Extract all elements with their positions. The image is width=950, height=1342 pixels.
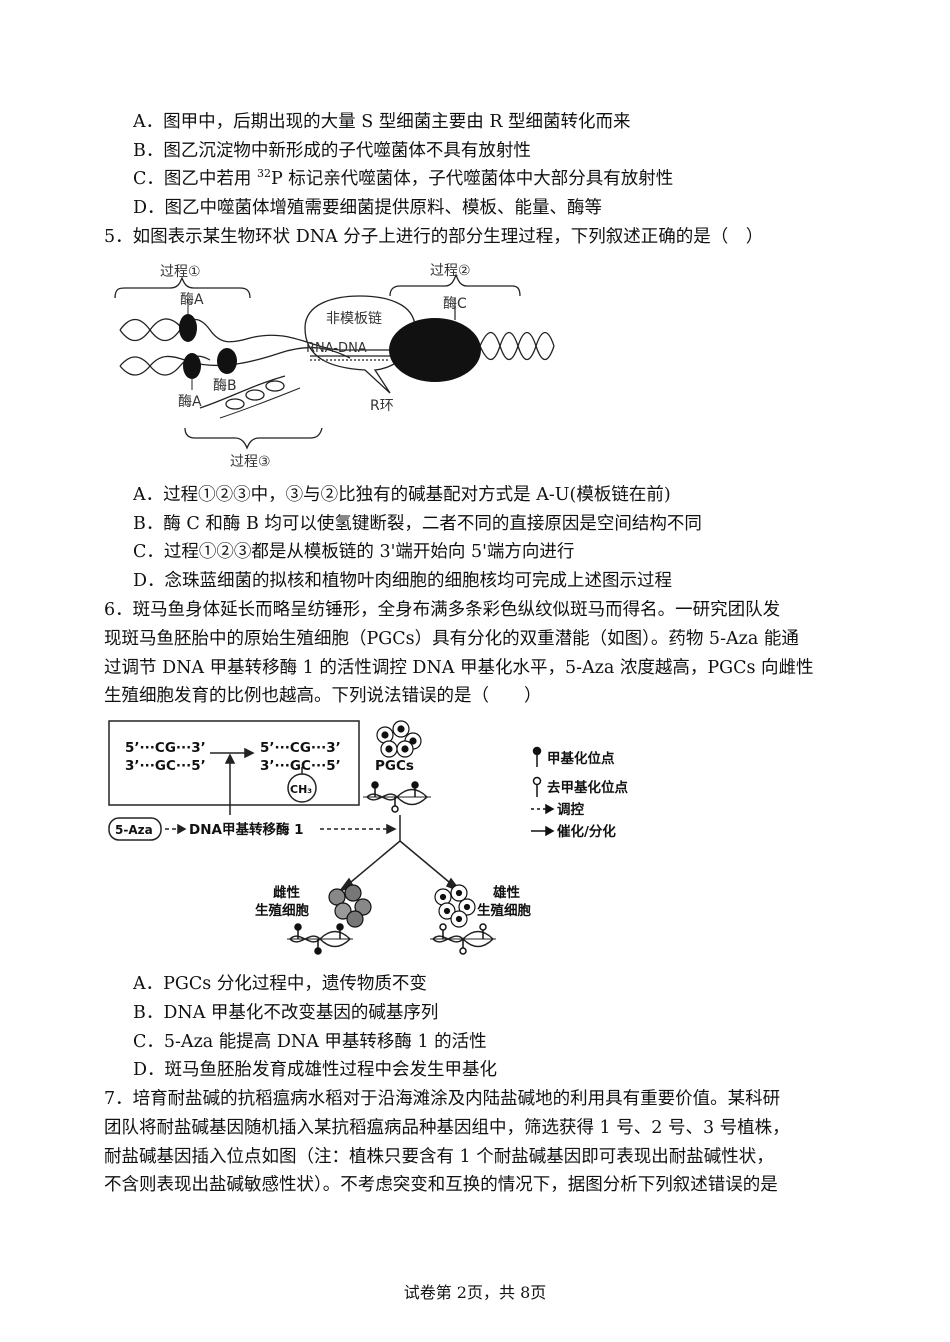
process3-brace — [184, 427, 323, 450]
q4-option-c-pre: C．图乙中若用 — [133, 169, 257, 189]
q5-option-d: D．念珠蓝细菌的拟核和植物叶肉细胞的细胞核均可完成上述图示过程 — [133, 571, 673, 591]
q4-option-b: B．图乙沉淀物中新形成的子代噬菌体不具有放射性 — [133, 141, 531, 161]
enzyme-a-bottom-shape — [183, 353, 201, 379]
male-cells — [434, 884, 476, 928]
q6-option-a: A．PGCs 分化过程中，遗传物质不变 — [133, 974, 427, 994]
enzyme-label: DNA甲基转移酶 1 — [189, 821, 304, 838]
pgcs-cells — [376, 720, 422, 758]
enzyme-c-label: 酶C — [443, 296, 467, 312]
pgcs-label: PGCs — [375, 758, 414, 774]
cg-right-bottom: 3’···GC···5’ — [260, 758, 341, 774]
male-label-2: 生殖细胞 — [477, 902, 531, 919]
q6-stem-line-4: 生殖细胞发育的比例也越高。下列说法错误的是（ ） — [104, 686, 542, 706]
process1-brace — [114, 276, 251, 299]
q4-option-c: C．图乙中若用 32P 标记亲代噬菌体，子代噬菌体中大部分具有放射性 — [133, 167, 673, 191]
cg-right-top: 5’···CG···3’ — [260, 740, 341, 756]
female-label-2: 生殖细胞 — [255, 902, 309, 919]
q7-stem-line-4: 不含则表现出盐碱敏感性状）。不考虑突变和互换的情况下，据图分析下列叙述错误的是 — [104, 1175, 778, 1195]
q6-option-d: D．斑马鱼胚胎发育成雄性过程中会发生甲基化 — [133, 1060, 498, 1080]
q4-option-d: D．图乙中噬菌体增殖需要细菌提供原料、模板、能量、酶等 — [133, 198, 603, 218]
aza-box — [108, 817, 162, 841]
r-loop-label: R环 — [370, 398, 394, 414]
q6-option-b: B．DNA 甲基化不改变基因的碱基序列 — [133, 1003, 439, 1023]
cg-left-top: 5’···CG···3’ — [125, 740, 206, 756]
q7-stem-line-1: 7．培育耐盐碱的抗稻瘟病水稻对于沿海滩涂及内陆盐碱地的利用具有重要价值。某科研 — [104, 1089, 781, 1109]
process2-brace — [389, 273, 521, 297]
ch3-label: CH₃ — [290, 783, 312, 796]
q6-stem-line-3: 过调节 DNA 甲基转移酶 1 的活性调控 DNA 甲基化水平，5-Aza 浓度… — [104, 658, 814, 678]
q4-option-c-sup: 32 — [256, 167, 271, 181]
rna-dna-label: RNA-DNA — [306, 341, 367, 356]
q6-option-c: C．5-Aza 能提高 DNA 甲基转移酶 1 的活性 — [133, 1032, 487, 1052]
female-cells — [328, 884, 372, 928]
enzyme-b-shape — [217, 348, 237, 374]
enzyme-a-top-label: 酶A — [180, 292, 204, 308]
process2-label: 过程② — [430, 263, 471, 279]
methylation-box — [108, 720, 360, 806]
nontemplate-label: 非模板链 — [326, 311, 382, 327]
q6-stem-line-2: 现斑马鱼胚胎中的原始生殖细胞（PGCs）具有分化的双重潜能（如图）。药物 5-A… — [104, 629, 799, 649]
q5-figure: 过程① 过程② 过程③ 酶A 酶A 酶B 酶C 非模板链 RNA-DNA R环 — [114, 263, 555, 470]
female-label-1: 雌性 — [273, 884, 300, 901]
q5-option-a: A．过程①②③中，③与②比独有的碱基配对方式是 A-U(模板链在前) — [133, 485, 671, 505]
page-footer: 试卷第 2页，共 8页 — [403, 1283, 547, 1302]
q6-stem-line-1: 6．斑马鱼身体延长而略呈纺锤形，全身布满多条彩色纵纹似斑马而得名。一研究团队发 — [104, 600, 781, 620]
aza-label: 5-Aza — [115, 823, 153, 837]
legend-regulate: 调控 — [557, 801, 585, 818]
enzyme-a-bottom-label: 酶A — [178, 394, 202, 410]
legend-methyl: 甲基化位点 — [547, 750, 615, 767]
legend-catalyze: 催化/分化 — [557, 823, 616, 840]
process1-label: 过程① — [160, 264, 201, 280]
enzyme-b-label: 酶B — [213, 378, 237, 394]
legend-demethyl: 去甲基化位点 — [547, 779, 628, 796]
q7-stem-line-3: 耐盐碱基因插入位点如图（注：植株只要含有 1 个耐盐碱基因即可表现出耐盐碱性状， — [104, 1147, 774, 1167]
enzyme-c-shape — [389, 318, 481, 382]
process3-label: 过程③ — [230, 454, 271, 470]
q4-option-a: A．图甲中，后期出现的大量 S 型细菌主要由 R 型细菌转化而来 — [133, 112, 631, 132]
q4-option-c-post: P 标记亲代噬菌体，子代噬菌体中大部分具有放射性 — [270, 169, 674, 189]
q5-stem: 5．如图表示某生物环状 DNA 分子上进行的部分生理过程，下列叙述正确的是（ ） — [104, 227, 764, 247]
q5-option-b: B．酶 C 和酶 B 均可以使氢键断裂，二者不同的直接原因是空间结构不同 — [133, 514, 702, 534]
enzyme-a-top-shape — [179, 314, 197, 342]
cg-left-bottom: 3’···GC···5’ — [125, 758, 206, 774]
q7-stem-line-2: 团队将耐盐碱基因随机插入某抗稻瘟病品种基因组中，筛选获得 1 号、2 号、3 号… — [104, 1118, 790, 1138]
q6-figure: 5’···CG···3’ 3’···GC···5’ 5’···CG···3’ 3… — [108, 720, 628, 955]
male-label-1: 雄性 — [492, 884, 521, 901]
q5-option-c: C．过程①②③都是从模板链的 3'端开始向 5'端方向进行 — [133, 542, 575, 562]
